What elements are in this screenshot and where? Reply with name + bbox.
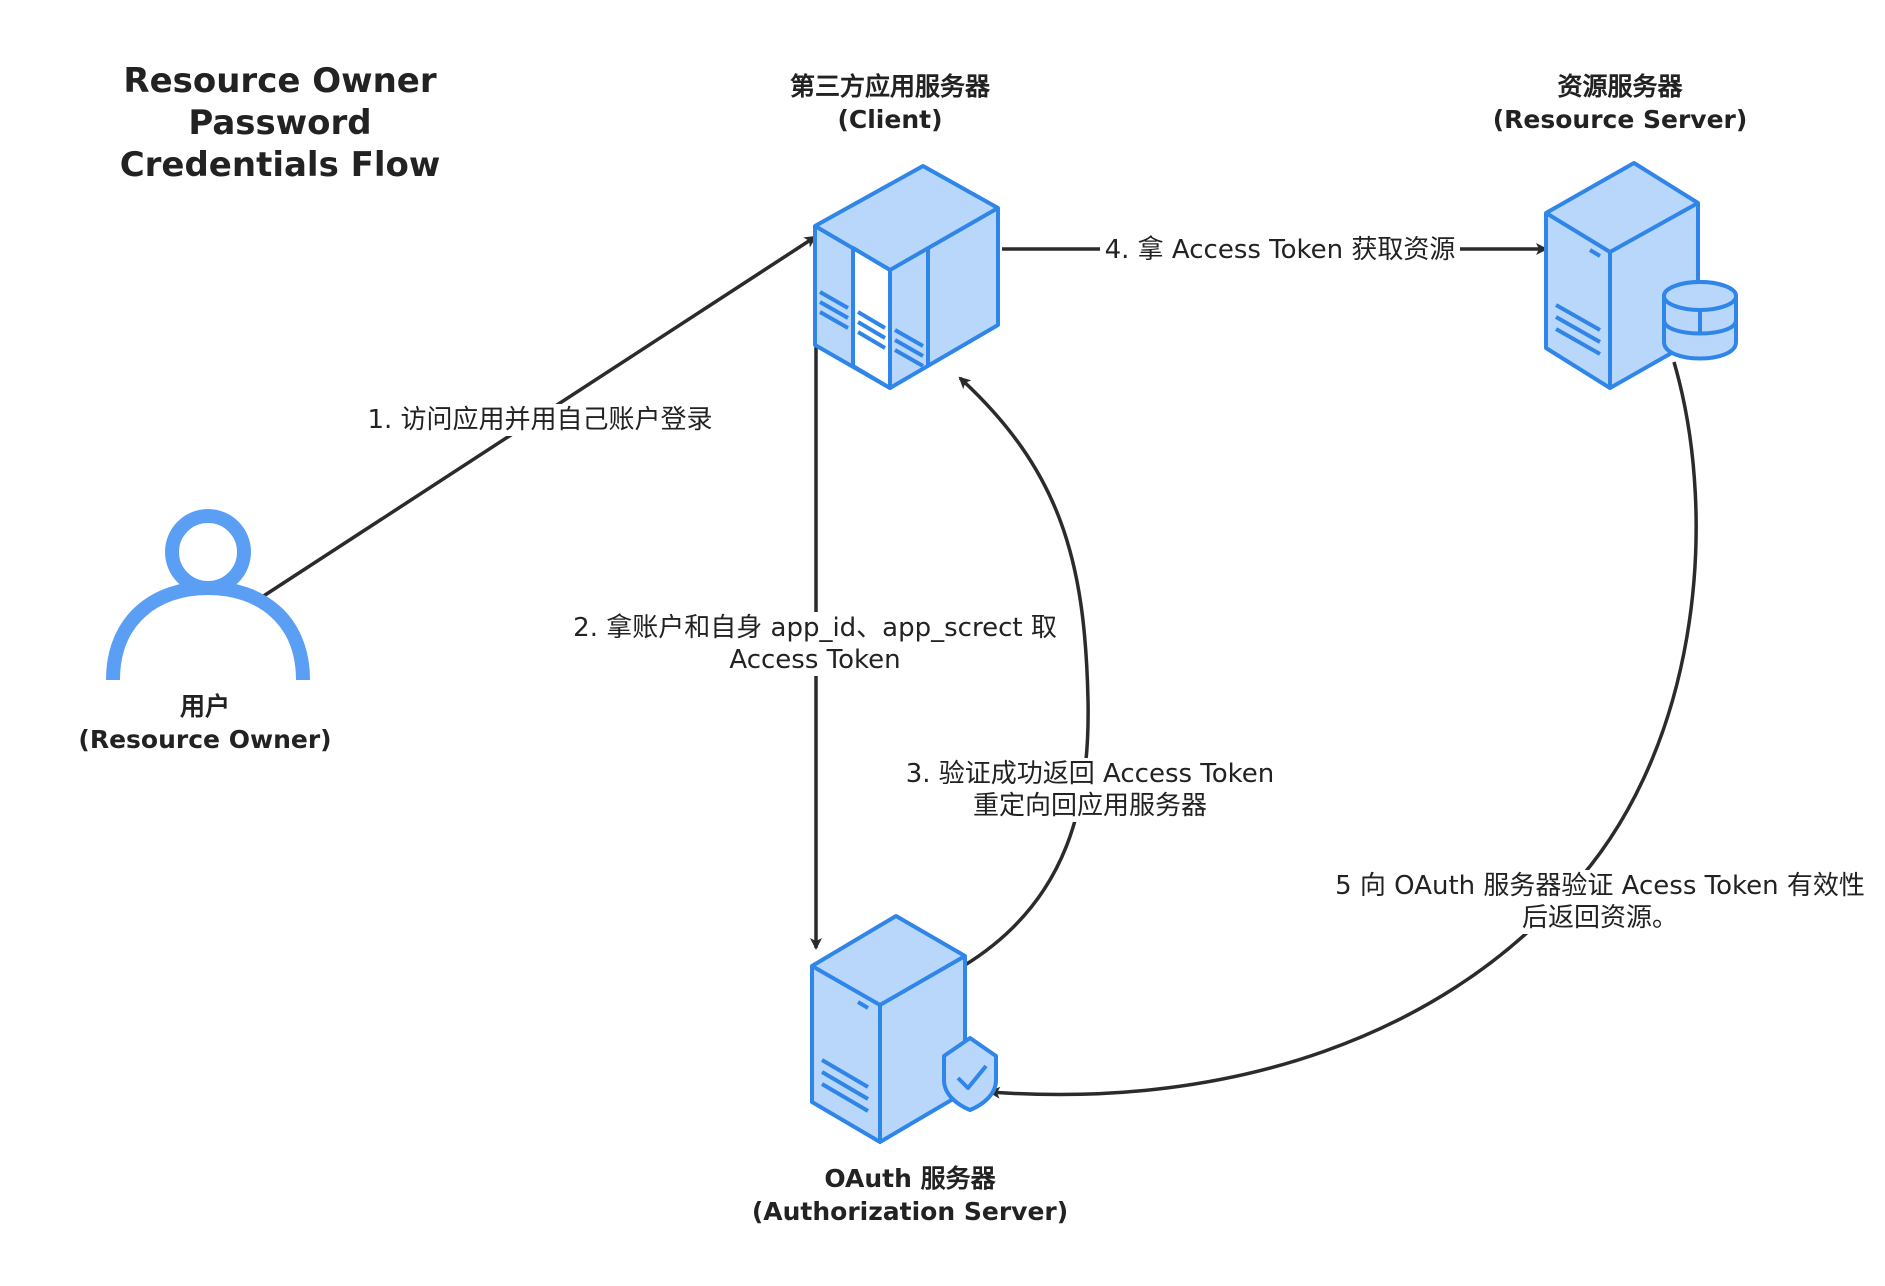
edge-step3-arrow: [958, 376, 1090, 967]
auth-server-label: OAuth 服务器 (Authorization Server): [690, 1162, 1130, 1228]
edge-step3-line-2: 重定向回应用服务器: [972, 791, 1207, 821]
server-shield-icon: [810, 914, 998, 1144]
user-role: (Resource Owner): [78, 725, 332, 754]
edge-step5-arrow: [988, 361, 1698, 1099]
edge-step3-line-1: 3. 验证成功返回 Access Token: [905, 759, 1275, 789]
edge-step5-line-1: 5 向 OAuth 服务器验证 Acess Token 有效性: [1335, 871, 1865, 901]
client-label: 第三方应用服务器 (Client): [680, 70, 1100, 136]
edge-step2-label: 2. 拿账户和自身 app_id、app_screct 取 Access Tok…: [565, 612, 1065, 676]
diagram-title-line-2: Credentials Flow: [119, 145, 441, 185]
edge-step3-label: 3. 验证成功返回 Access Token 重定向回应用服务器: [880, 758, 1300, 822]
auth-server-name: OAuth 服务器: [824, 1164, 996, 1193]
edge-step5-line-2: 后返回资源。: [1521, 903, 1678, 933]
server-rack-icon: [813, 164, 1000, 390]
server-database-icon: [1544, 161, 1738, 390]
user-name: 用户: [179, 692, 230, 721]
client-name: 第三方应用服务器: [789, 72, 990, 101]
auth-server-role: (Authorization Server): [751, 1197, 1069, 1226]
client-role: (Client): [837, 105, 943, 134]
edge-step2-line-2: Access Token: [729, 645, 901, 675]
edge-step1-label: 1. 访问应用并用自己账户登录: [340, 404, 740, 436]
edge-step1-line-1: 1. 访问应用并用自己账户登录: [367, 405, 713, 435]
edge-step4-label: 4. 拿 Access Token 获取资源: [1100, 234, 1460, 266]
resource-server-role: (Resource Server): [1492, 105, 1748, 134]
resource-server-label: 资源服务器 (Resource Server): [1420, 70, 1820, 136]
resource-server-name: 资源服务器: [1557, 72, 1683, 101]
diagram-title: Resource Owner Password Credentials Flow: [30, 60, 530, 186]
user-label: 用户 (Resource Owner): [40, 690, 370, 756]
edge-step5-label: 5 向 OAuth 服务器验证 Acess Token 有效性 后返回资源。: [1330, 870, 1870, 934]
edge-step4-line-1: 4. 拿 Access Token 获取资源: [1104, 235, 1456, 265]
edge-step2-line-1: 2. 拿账户和自身 app_id、app_screct 取: [573, 613, 1057, 643]
diagram-title-line-1: Resource Owner Password: [123, 61, 437, 143]
user-icon: [106, 509, 310, 681]
